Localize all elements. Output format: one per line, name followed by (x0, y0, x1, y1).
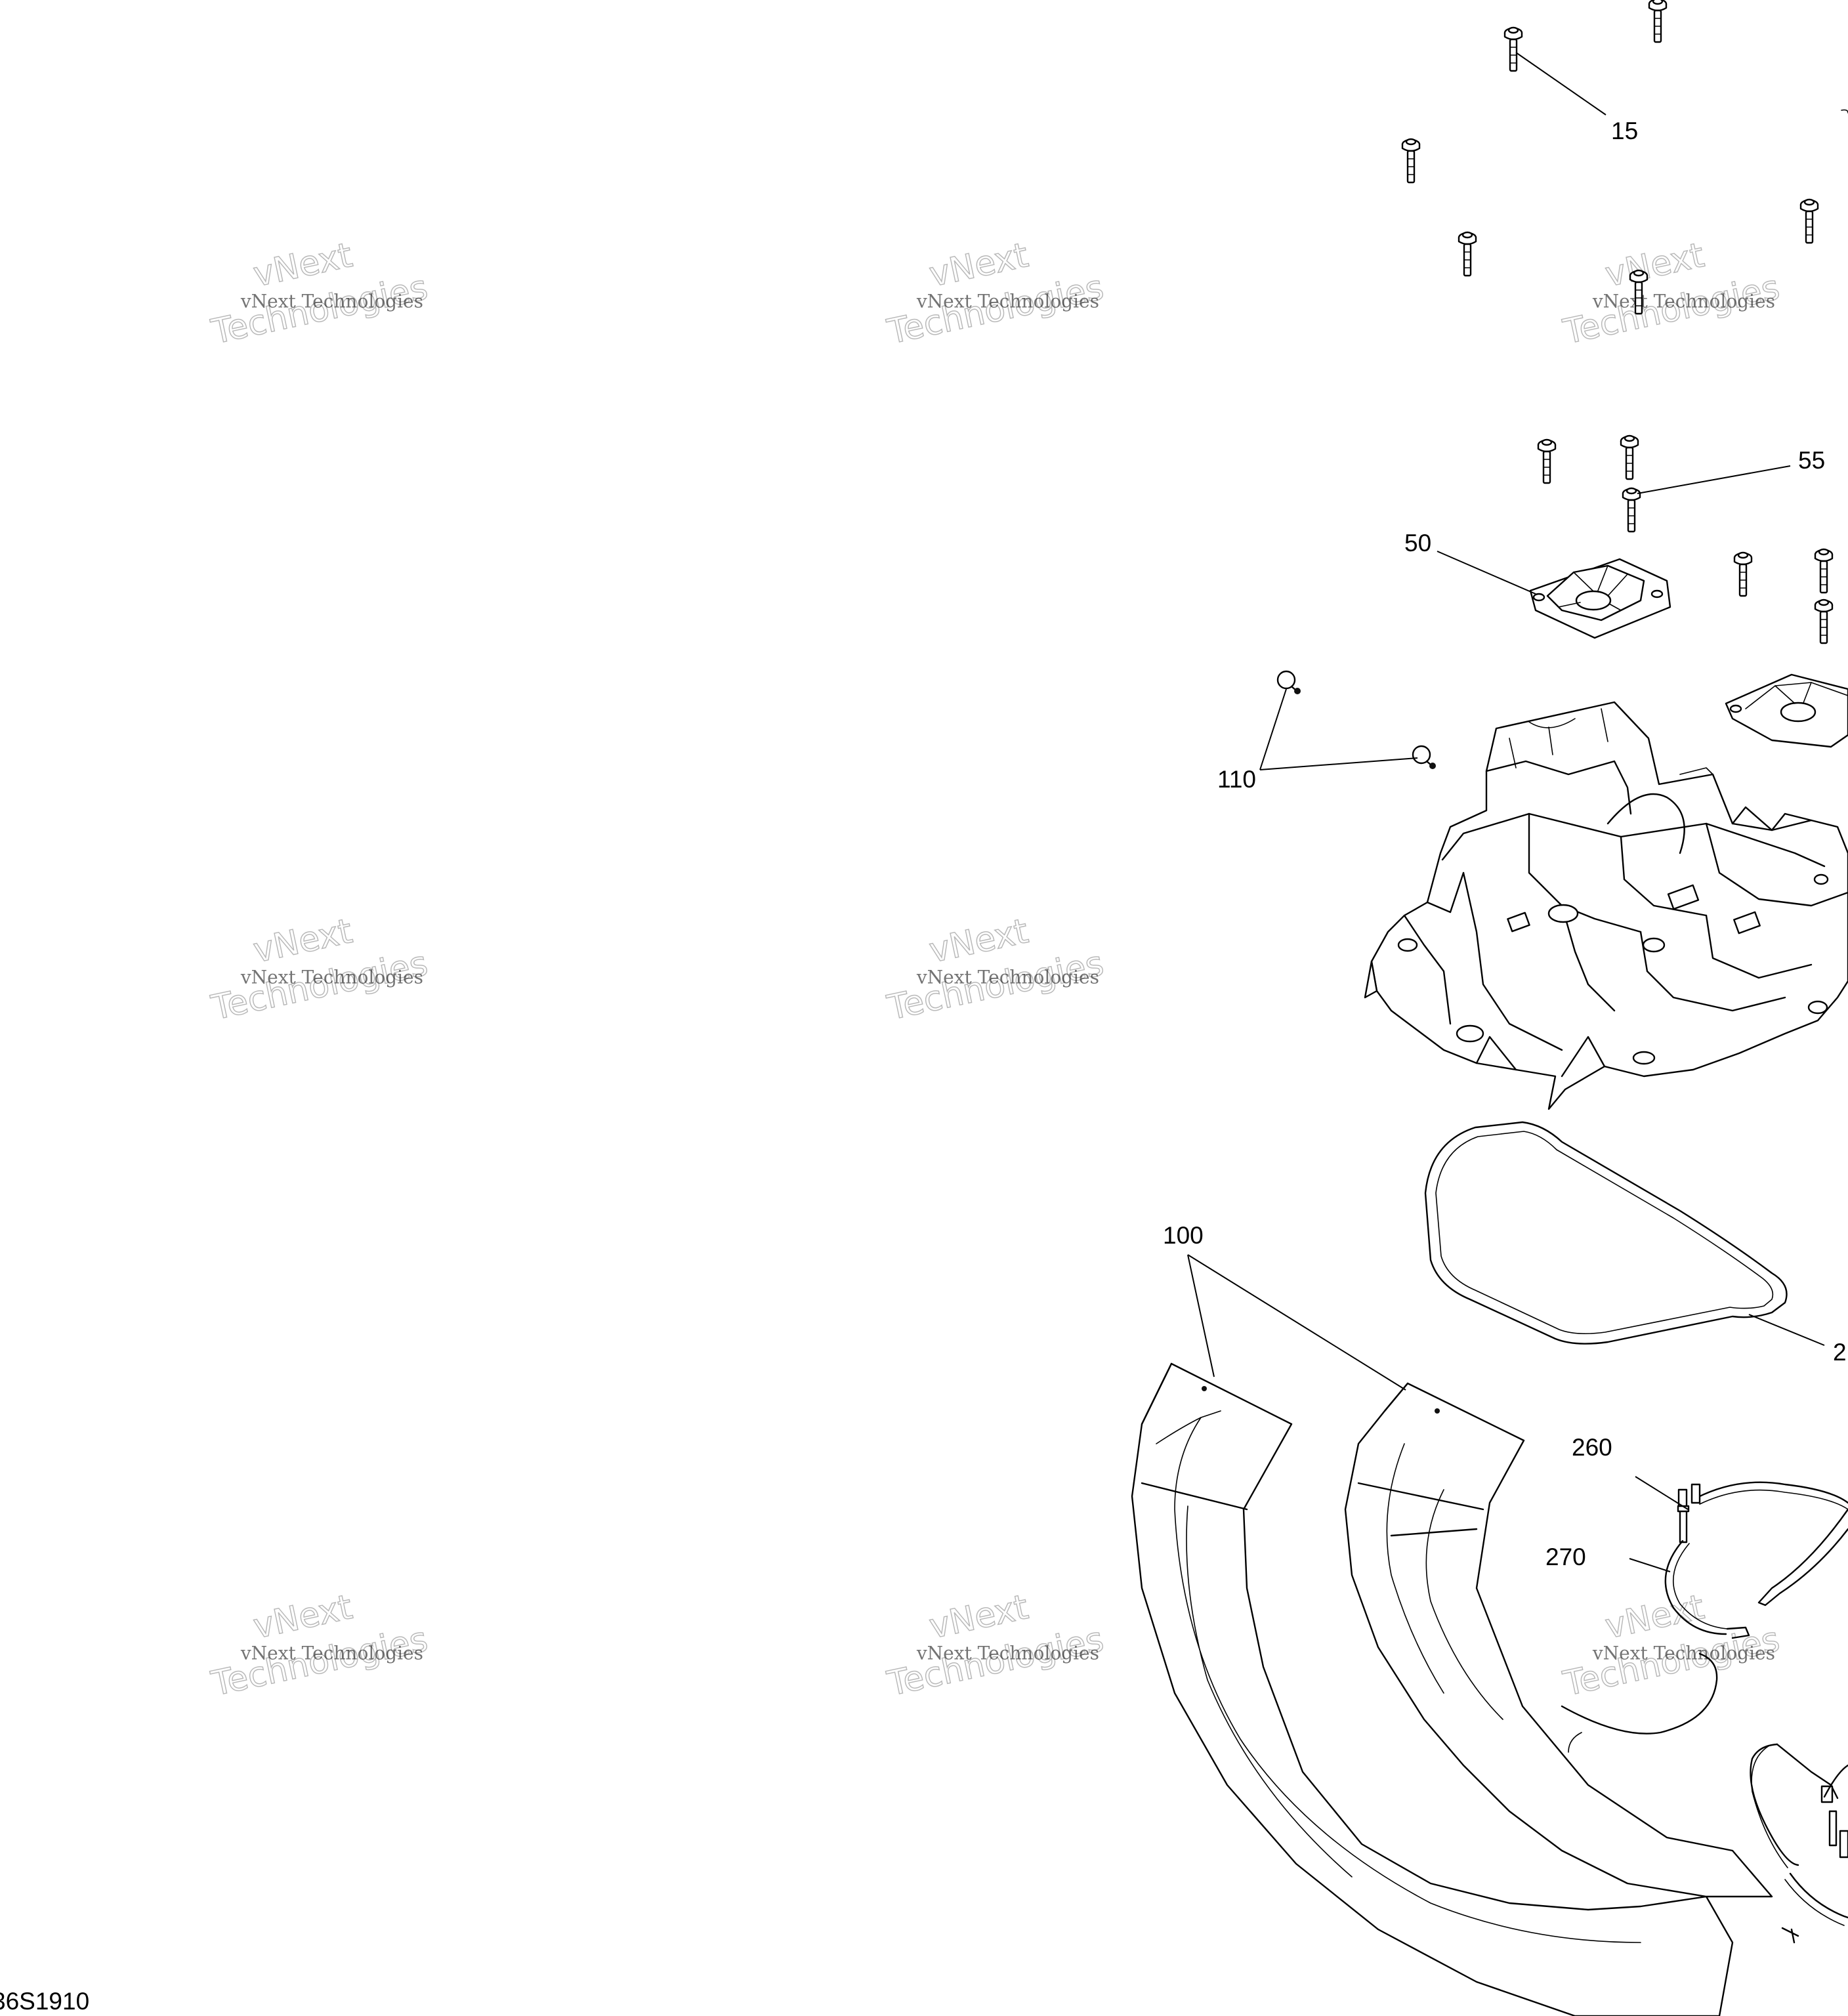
screw (1799, 198, 1819, 244)
callout-110: 110 (1217, 766, 1256, 793)
screw-partial (1841, 109, 1848, 114)
callout-260: 260 (1572, 1434, 1612, 1461)
svg-text:vNext Technologies: vNext Technologies (240, 1642, 423, 1664)
watermark: vNext vNext Technologies Technologies (207, 911, 432, 1028)
svg-text:vNext Technologies: vNext Technologies (916, 966, 1099, 988)
figure-id: 36S1910 (0, 1988, 89, 2015)
bracket-50 (1529, 558, 1671, 639)
svg-text:vNext Technologies: vNext Technologies (916, 1642, 1099, 1664)
callout-270: 270 (1545, 1544, 1586, 1570)
bracket-50-second (1725, 673, 1848, 748)
clamp-260 (1677, 1481, 1848, 1606)
svg-text:vNext Technologies: vNext Technologies (240, 290, 423, 312)
clamp-270 (1664, 1540, 1750, 1639)
callout-2: 2 (1833, 1339, 1847, 1366)
screw (1814, 548, 1834, 594)
rivet-110 (1412, 745, 1436, 769)
screw (1537, 438, 1557, 484)
callout-15: 15 (1611, 117, 1638, 144)
air-box-housing (1364, 701, 1848, 1110)
intake-duct-left (1131, 1362, 1734, 2016)
gasket-2 (1424, 1121, 1788, 1345)
svg-text:vNext Technologies: vNext Technologies (1592, 290, 1775, 312)
screw (1648, 0, 1668, 43)
callout-100: 100 (1163, 1222, 1204, 1249)
screw (1620, 434, 1639, 480)
watermark: vNext vNext Technologies Technologies (207, 1587, 432, 1704)
callout-labels: 15 55 50 110 100 2 260 270 (1163, 117, 1847, 1570)
screw (1458, 231, 1477, 277)
watermark: vNext vNext Technologies Technologies (883, 1587, 1108, 1704)
svg-text:vNext Technologies: vNext Technologies (916, 290, 1099, 312)
screw (1814, 598, 1834, 644)
watermark: vNext vNext Technologies Technologies (207, 235, 432, 352)
intake-duct-right (1344, 1382, 1773, 1898)
clamp-lower (1750, 1743, 1848, 1944)
watermark: vNext vNext Technologies Technologies (1559, 235, 1784, 352)
leader-lines (1187, 52, 1825, 1572)
callout-50: 50 (1404, 530, 1431, 556)
screw (1622, 487, 1641, 533)
screw (1401, 138, 1421, 184)
callout-55: 55 (1798, 447, 1825, 474)
svg-text:vNext Technologies: vNext Technologies (1592, 1642, 1775, 1664)
screw (1503, 26, 1523, 72)
svg-text:vNext Technologies: vNext Technologies (240, 966, 423, 988)
watermark: vNext vNext Technologies Technologies (883, 911, 1108, 1028)
watermark: vNext vNext Technologies Technologies (883, 235, 1108, 352)
rivet-110 (1276, 670, 1301, 694)
screw (1733, 551, 1753, 597)
